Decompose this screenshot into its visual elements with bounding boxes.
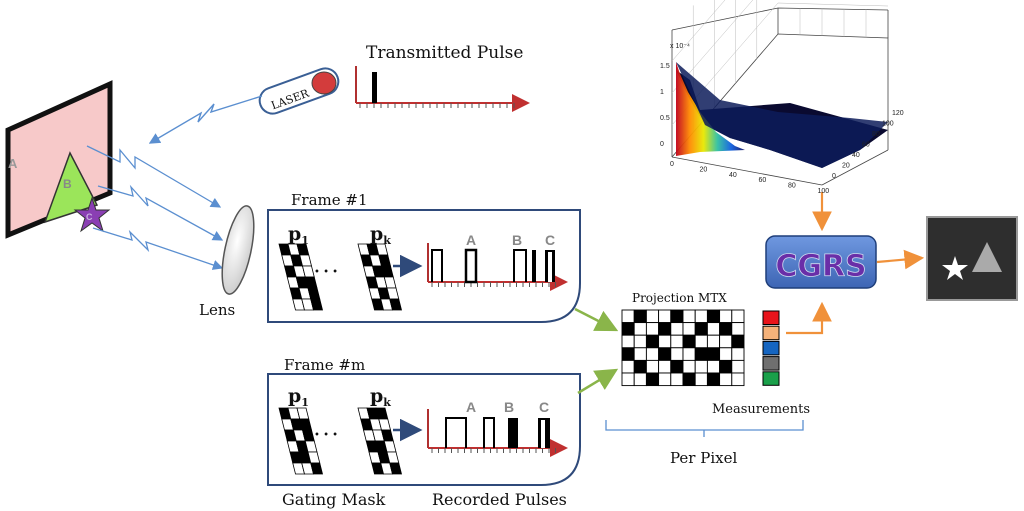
frame1-mask-pk <box>357 243 403 311</box>
plot-z-tick: 1.5 <box>660 63 670 70</box>
per-pixel-label: Per Pixel <box>670 449 737 467</box>
framem-mask-pk <box>357 407 403 475</box>
reconstructed-output <box>926 216 1018 301</box>
frame1-pulse-label-b: B <box>512 232 522 248</box>
triangle-target <box>43 151 99 224</box>
framem-mask-pk-label: pk <box>370 385 391 409</box>
frame1-mask-p1 <box>278 243 324 311</box>
return-beams <box>86 145 224 270</box>
plot-x-tick: 20 <box>700 166 708 173</box>
star-target <box>73 196 111 233</box>
framem-pulse-label-c: C <box>539 399 549 415</box>
measurement-cell <box>762 325 780 341</box>
measurement-cell <box>762 340 780 356</box>
cgrs-label: CGRS <box>775 249 866 284</box>
plot-z-tick: 0 <box>660 141 664 148</box>
frame1-pulse-label-a: A <box>466 232 476 248</box>
output-star-icon <box>942 256 968 280</box>
measurement-to-cgrs-arrow <box>786 301 832 335</box>
framem-mask-p1 <box>278 407 324 475</box>
plot-x-tick: 80 <box>788 183 796 190</box>
framem-mask-p1-label: p1 <box>288 385 309 409</box>
cgrs-to-output-arrow <box>876 249 925 270</box>
framem-label: Frame #m <box>284 356 365 374</box>
output-triangle-icon <box>972 242 1002 272</box>
frame1-mask-p1-label: p1 <box>288 223 309 247</box>
plot-y-tick: 40 <box>852 152 860 159</box>
measurement-cell <box>762 310 780 325</box>
gating-mask-label: Gating Mask <box>282 490 386 509</box>
target-label-a: A <box>8 156 18 171</box>
framem-box <box>267 373 581 486</box>
frame1-label: Frame #1 <box>291 191 368 209</box>
plot-y-tick: 60 <box>862 142 870 149</box>
target-label-b: B <box>63 177 72 191</box>
framem-pulse-label-b: B <box>504 399 514 415</box>
plot-y-tick: 100 <box>882 121 894 128</box>
transmitted-pulse-axis <box>355 66 530 112</box>
lens-label: Lens <box>199 301 235 319</box>
measurement-cell <box>762 356 780 371</box>
measurements-label: Measurements <box>712 402 810 417</box>
plot-y-tick: 120 <box>892 110 904 117</box>
plot-x-tick: 100 <box>818 188 830 195</box>
plot-z-tick: 1 <box>660 89 664 96</box>
frame1-mask-pk-label: pk <box>370 223 391 247</box>
frame1-ellipsis: • • • <box>314 267 338 278</box>
framem-ellipsis: • • • <box>314 430 338 441</box>
plot-x-tick: 40 <box>729 172 737 179</box>
target-label-c: C <box>86 212 93 222</box>
plot-y-tick: 20 <box>842 163 850 170</box>
projection-label: Projection MTX <box>632 291 727 305</box>
transmitted-pulse <box>372 72 377 103</box>
measurement-vector <box>762 310 780 386</box>
lens <box>221 205 255 295</box>
cgrs-block <box>765 235 877 289</box>
frame1-to-matrix-arrow <box>574 307 619 332</box>
plot-x-tick: 0 <box>670 161 674 168</box>
projection-matrix <box>621 309 745 387</box>
plot-y-tick: 0 <box>832 173 836 180</box>
per-pixel-bracket <box>605 420 804 437</box>
framem-to-matrix-arrow <box>577 368 619 395</box>
plot-y-tick: 80 <box>872 131 880 138</box>
frame1-box <box>267 209 581 323</box>
frame1-recorded-pulses: A B C <box>427 232 568 291</box>
transmitted-pulse-label: Transmitted Pulse <box>366 43 523 63</box>
recorded-pulses-label: Recorded Pulses <box>432 490 567 509</box>
frame1-pulse-label-c: C <box>545 232 555 248</box>
plot-z-tick: 0.5 <box>660 115 670 122</box>
plot-x-tick: 60 <box>759 177 767 184</box>
laser-beam-arrow <box>148 95 263 144</box>
laser-source: LASER <box>258 67 340 115</box>
measurement-cell <box>762 371 780 386</box>
framem-pulse-label-a: A <box>466 399 476 415</box>
plot-exponent-label: x 10⁻⁴ <box>670 43 690 50</box>
framem-recorded-pulses: A B C <box>427 399 568 457</box>
scene-target: A B C <box>5 80 113 239</box>
